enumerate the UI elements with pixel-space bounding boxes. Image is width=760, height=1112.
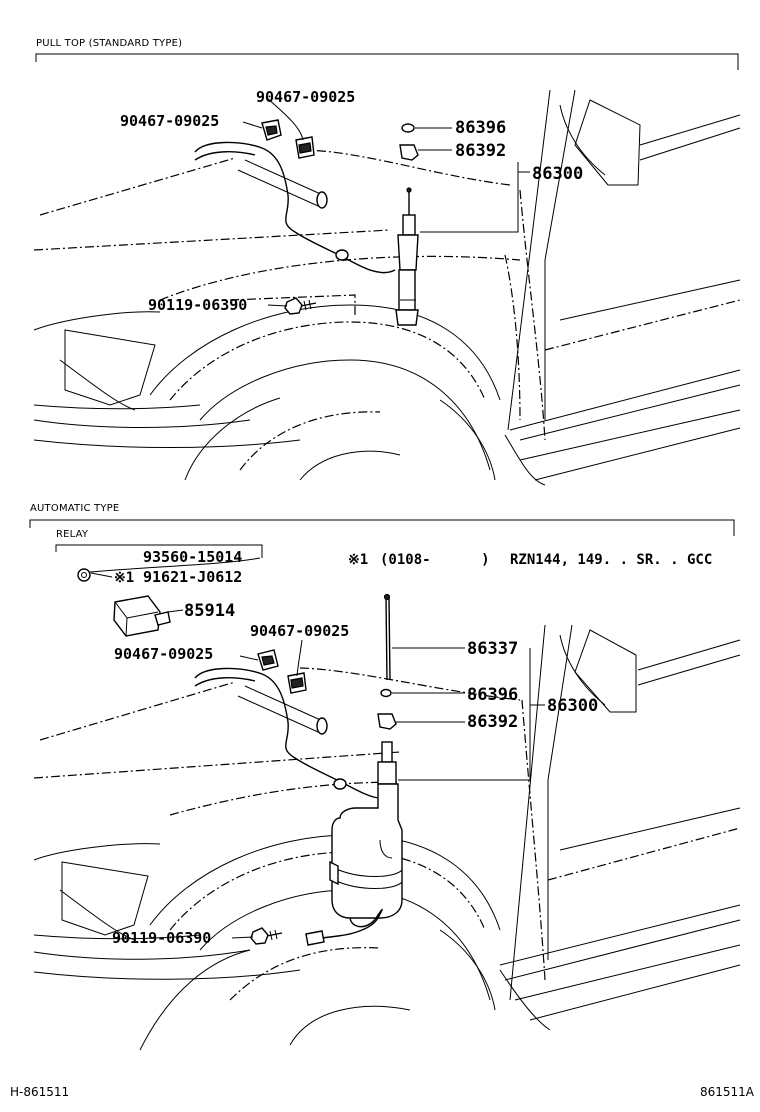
label-86396-2: 86396 — [467, 685, 518, 705]
antenna-nut-86392-2 — [377, 713, 397, 730]
antenna-nut-86392 — [399, 144, 419, 161]
applicability-note: ※1 (0108- ) RZN144, 149. . SR. . GCC — [348, 552, 712, 568]
label-86337: 86337 — [467, 639, 518, 659]
relay-85914 — [113, 595, 171, 637]
standard-section-bracket — [35, 53, 739, 70]
label-86392-2: 86392 — [467, 712, 518, 732]
antenna-assembly-86300 — [395, 187, 419, 326]
antenna-cable-loop — [194, 151, 256, 161]
clamp-90467-left — [261, 119, 282, 141]
note-mark: ※1 — [348, 552, 368, 568]
relay-subgroup-title: RELAY — [56, 529, 89, 540]
label-86396: 86396 — [455, 118, 506, 138]
cable-grommet-2 — [333, 778, 347, 790]
cable-holder-2 — [237, 685, 326, 733]
label-90467-09025-right: 90467-09025 — [250, 622, 349, 640]
label-90467-09025-left: 90467-09025 — [120, 112, 219, 130]
bolt-90119 — [284, 297, 317, 315]
clamp-90467-right-2 — [287, 672, 307, 694]
label-90119-06390: 90119-06390 — [148, 296, 247, 314]
label-90467-09025-top: 90467-09025 — [256, 88, 355, 106]
cable-holder-end-2 — [316, 717, 328, 735]
cable-grommet — [335, 249, 349, 261]
standard-leaders — [242, 96, 530, 307]
standard-type-section: PULL TOP (STANDARD TYPE) — [33, 38, 741, 486]
power-antenna-motor-86300 — [305, 741, 403, 946]
bolt-90119-2 — [250, 927, 283, 945]
label-90119-06390-2: 90119-06390 — [112, 929, 211, 947]
relay-subgroup-bracket — [55, 544, 263, 558]
footer-left-code: H-861511 — [10, 1085, 69, 1099]
automatic-leaders — [89, 557, 545, 939]
label-91621-mark: ※1 — [114, 570, 134, 586]
antenna-cable — [194, 141, 396, 274]
note-models: RZN144, 149. . SR. . GCC — [510, 552, 712, 568]
clamp-90467-top — [295, 136, 315, 159]
cable-holder-end — [316, 191, 328, 209]
vehicle-body-outline-2 — [33, 624, 741, 1051]
footer-right-code: 861511A — [700, 1085, 755, 1099]
label-86300: 86300 — [532, 164, 583, 184]
note-date-range: (0108- ) — [380, 552, 490, 568]
vehicle-body-outline — [33, 89, 741, 486]
automatic-type-section: AUTOMATIC TYPE RELAY ※1 (0108- ) RZN144,… — [29, 503, 741, 1051]
automatic-section-bracket — [29, 519, 735, 536]
relay-grommet-91621 — [77, 568, 91, 582]
automatic-section-title: AUTOMATIC TYPE — [30, 503, 119, 514]
label-90467-09025-left-2: 90467-09025 — [114, 645, 213, 663]
antenna-cable-2 — [194, 667, 381, 799]
antenna-mast-86337 — [383, 593, 391, 681]
antenna-ring-86396-2 — [380, 688, 392, 698]
clamp-90467-left-2 — [257, 649, 279, 671]
antenna-ring-86396 — [401, 123, 415, 133]
label-93560-15014: 93560-15014 — [143, 548, 242, 566]
label-86392: 86392 — [455, 141, 506, 161]
antenna-cable-loop-2 — [194, 677, 256, 687]
label-91621-j0612: 91621-J0612 — [143, 568, 242, 586]
label-86300-2: 86300 — [547, 696, 598, 716]
label-85914: 85914 — [184, 601, 235, 621]
standard-section-title: PULL TOP (STANDARD TYPE) — [36, 38, 182, 49]
